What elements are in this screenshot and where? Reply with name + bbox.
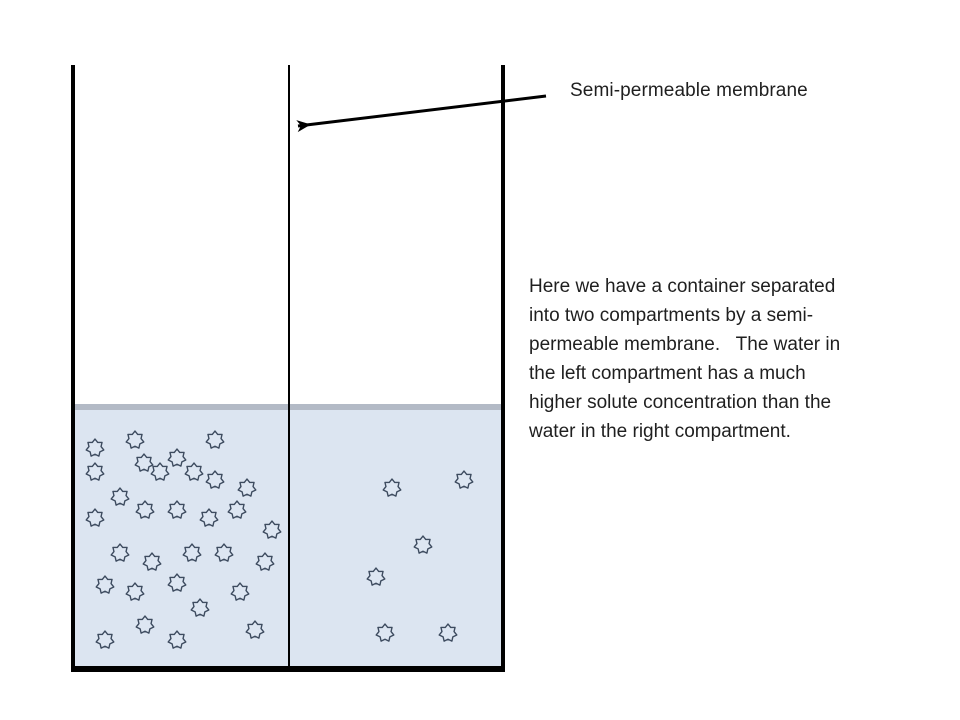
container-right-wall xyxy=(501,65,505,672)
solute-particle xyxy=(262,520,282,539)
solute-particle xyxy=(413,535,433,554)
description-text: Here we have a container separated into … xyxy=(529,276,841,442)
solute-particle xyxy=(375,623,395,642)
solute-particle xyxy=(135,500,155,519)
solute-particle xyxy=(245,620,265,639)
container-left-wall xyxy=(71,65,75,672)
solute-particle xyxy=(142,552,162,571)
solute-particle xyxy=(214,543,234,562)
solute-particles-left xyxy=(85,430,282,649)
solute-particle xyxy=(95,575,115,594)
solute-particle xyxy=(85,462,105,481)
solute-particle xyxy=(167,630,187,649)
solute-particle xyxy=(182,543,202,562)
membrane-label: Semi-permeable membrane xyxy=(570,80,808,101)
solute-particle xyxy=(190,598,210,617)
solute-particle xyxy=(438,623,458,642)
solute-particle xyxy=(167,573,187,592)
solute-particle xyxy=(382,478,402,497)
solute-particle xyxy=(85,508,105,527)
solute-particle xyxy=(135,615,155,634)
solute-particle xyxy=(125,582,145,601)
solute-particle xyxy=(150,462,170,481)
solute-particle xyxy=(454,470,474,489)
solute-particle xyxy=(199,508,219,527)
solute-particle xyxy=(227,500,247,519)
solute-particle xyxy=(95,630,115,649)
solute-particle xyxy=(205,470,225,489)
solute-particle xyxy=(167,448,187,467)
solute-particle xyxy=(110,487,130,506)
solute-particle xyxy=(230,582,250,601)
membrane-pointer-arrow xyxy=(296,94,547,133)
solute-particle xyxy=(237,478,257,497)
solute-particle xyxy=(125,430,145,449)
membrane-line xyxy=(288,65,290,666)
solute-particles-right xyxy=(366,470,474,642)
container-bottom-wall xyxy=(71,666,505,672)
solute-particle xyxy=(184,462,204,481)
solute-particle xyxy=(167,500,187,519)
solute-particle xyxy=(255,552,275,571)
solute-particle xyxy=(134,453,154,472)
solute-particle xyxy=(85,438,105,457)
solute-particle xyxy=(205,430,225,449)
solute-particle xyxy=(366,567,386,586)
solute-particle xyxy=(110,543,130,562)
